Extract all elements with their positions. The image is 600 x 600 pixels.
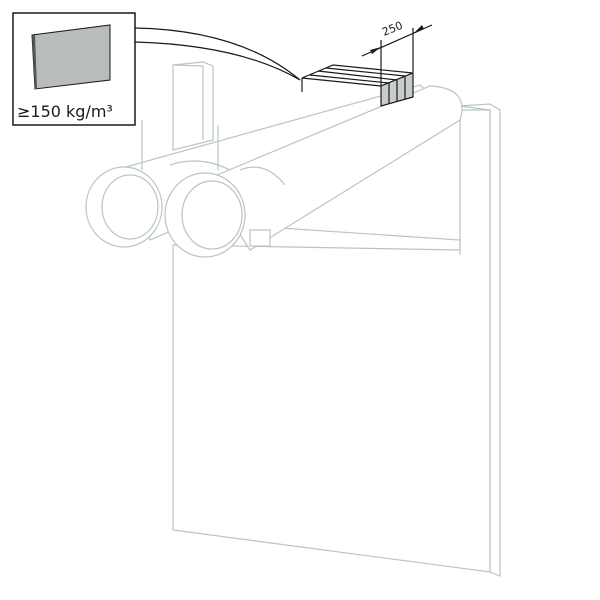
- wall-panel: [172, 109, 491, 573]
- callout-leader: [134, 27, 301, 81]
- density-label: ≥150 kg/m³: [17, 102, 113, 121]
- material-inset: ≥150 kg/m³: [12, 12, 136, 126]
- left-post: [172, 61, 214, 151]
- clamp: [249, 229, 271, 247]
- duct-front: [164, 85, 463, 258]
- dimension-label: 250: [380, 19, 404, 39]
- dimension-250: 250: [361, 19, 433, 86]
- insulation-block: [301, 64, 414, 107]
